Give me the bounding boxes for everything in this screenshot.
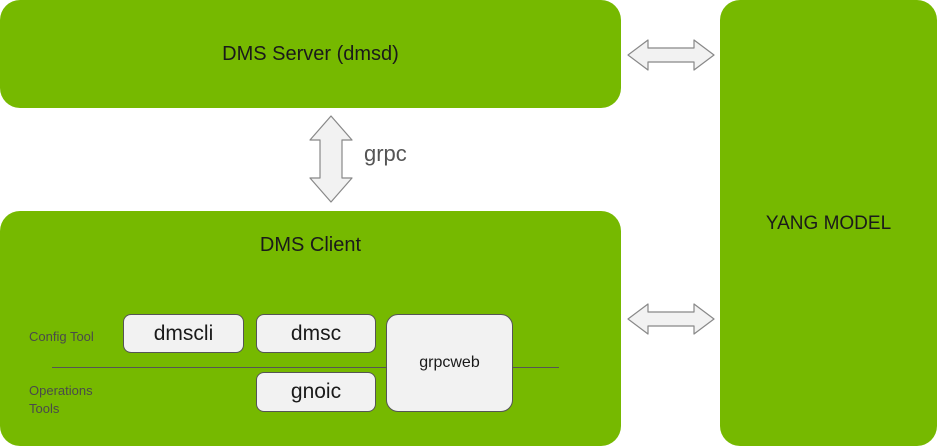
dms-client-label: DMS Client [259,234,362,256]
dms-server-box: DMS Server (dmsd) [0,0,621,108]
config-tool-label: Config Tool [29,329,94,344]
grpc-double-arrow [309,115,353,203]
grpc-label: grpc [364,141,407,166]
yang-model-label: YANG MODEL [765,213,892,234]
gnoic-box: gnoic [256,372,376,412]
grpcweb-box: grpcweb [386,314,513,412]
client-yang-double-arrow [627,303,715,335]
config-operations-divider [52,367,559,368]
dms-server-label: DMS Server (dmsd) [222,43,399,65]
dmsc-box: dmsc [256,314,376,353]
operations-tools-label: Operations Tools [29,382,93,418]
server-yang-double-arrow [627,39,715,71]
operations-tools-label-line2: Tools [29,401,60,416]
dmscli-box: dmscli [123,314,244,353]
operations-tools-label-line1: Operations [29,383,93,398]
dms-client-box: DMS Client Config Tool Operations Tools … [0,211,621,446]
yang-model-box: YANG MODEL [720,0,937,446]
